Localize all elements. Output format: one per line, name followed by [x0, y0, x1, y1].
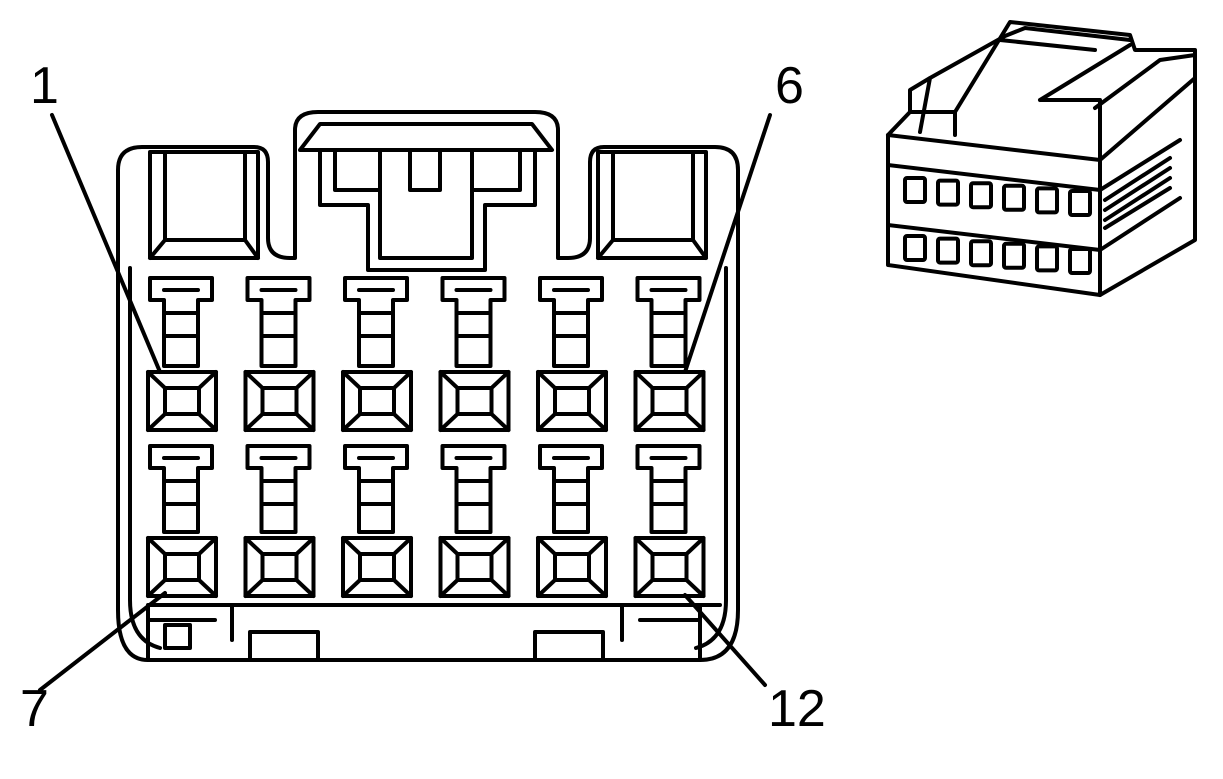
pin-cavity-outer-6	[636, 372, 704, 430]
bottom-tab-right	[535, 632, 603, 660]
pin-cavity-outer-9	[343, 538, 411, 596]
latch-inner-detail	[335, 150, 520, 258]
pin-latch-10	[443, 446, 505, 532]
pin-cavity-inner-8	[263, 554, 297, 580]
iso-pin-window	[1004, 186, 1024, 210]
iso-side-grooves	[1105, 158, 1170, 228]
iso-pin-window	[1037, 188, 1057, 212]
housing-inner-rim	[130, 268, 726, 648]
iso-pin-window	[938, 239, 958, 263]
pin-cavity-2	[246, 278, 314, 430]
iso-pin-window	[971, 183, 991, 207]
pin-cavity-3	[343, 278, 411, 430]
pin-cavity-outer-7	[148, 538, 216, 596]
housing-outer-outline	[118, 112, 738, 660]
iso-pin-window	[1070, 249, 1090, 273]
pin-cavity-outer-5	[538, 372, 606, 430]
pin-latch-4	[443, 278, 505, 366]
pin-cavity-4	[441, 278, 509, 430]
pin-latch-2	[248, 278, 310, 366]
pin-cavity-inner-6	[653, 388, 687, 414]
latch-left-block	[320, 150, 535, 270]
pin-latch-11	[540, 446, 602, 532]
bottom-tab-left	[165, 625, 318, 660]
iso-pin-window	[905, 236, 925, 260]
pin-cavity-inner-1	[165, 388, 199, 414]
iso-pin-window	[1037, 246, 1057, 270]
pin-cavity-5	[538, 278, 606, 430]
pin-cavity-11	[538, 446, 606, 596]
pin-cavity-bevel-7	[148, 538, 216, 596]
pin-cavity-bevel-3	[343, 372, 411, 430]
pin-cavity-inner-12	[653, 554, 687, 580]
latch-top-frame	[300, 124, 552, 150]
pin-cavity-bevel-2	[246, 372, 314, 430]
pin-cavity-inner-3	[360, 388, 394, 414]
pin-cavity-inner-4	[458, 388, 492, 414]
pin-cavity-bevel-9	[343, 538, 411, 596]
pin-latch-9	[345, 446, 407, 532]
pin-cavity-inner-9	[360, 554, 394, 580]
pin-latch-7	[150, 446, 212, 532]
pin-latch-12	[638, 446, 700, 532]
iso-front-shelf	[888, 140, 1180, 250]
callout-line-1	[52, 115, 160, 372]
iso-pin-window	[1070, 191, 1090, 215]
pin-cavity-outer-12	[636, 538, 704, 596]
pin-cavity-outer-10	[441, 538, 509, 596]
pin-cavity-bevel-4	[441, 372, 509, 430]
pin-cavity-inner-7	[165, 554, 199, 580]
pin-cavity-6	[636, 278, 704, 430]
pin-cavity-bevel-11	[538, 538, 606, 596]
pin-cavity-outer-1	[148, 372, 216, 430]
pin-cavity-1	[148, 278, 216, 430]
pin-cavity-bevel-8	[246, 538, 314, 596]
connector-isometric-view	[888, 22, 1195, 295]
iso-pin-window	[1004, 244, 1024, 268]
pin-cavity-inner-5	[555, 388, 589, 414]
pin-latch-5	[540, 278, 602, 366]
callout-line-6	[685, 115, 770, 372]
iso-pin-window	[905, 178, 925, 202]
pin-cavity-outer-11	[538, 538, 606, 596]
pin-latch-3	[345, 278, 407, 366]
callout-label-12: 12	[768, 680, 826, 738]
pin-latch-1	[150, 278, 212, 366]
pin-latch-8	[248, 446, 310, 532]
iso-body-top	[888, 22, 1195, 135]
pin-cavity-bevel-1	[148, 372, 216, 430]
pin-cavity-inner-2	[263, 388, 297, 414]
iso-body-side	[1100, 78, 1195, 295]
pocket-left	[150, 152, 258, 258]
pin-cavity-bevel-5	[538, 372, 606, 430]
pin-cavity-10	[441, 446, 509, 596]
pin-cavity-bevel-10	[441, 538, 509, 596]
pin-cavity-8	[246, 446, 314, 596]
pin-cavity-12	[636, 446, 704, 596]
callout-line-12	[685, 595, 765, 685]
iso-top-ridge	[910, 28, 1195, 160]
pin-cavity-9	[343, 446, 411, 596]
pin-cavity-inner-11	[555, 554, 589, 580]
callout-label-6: 6	[775, 57, 804, 115]
pin-cavity-bevel-12	[636, 538, 704, 596]
pocket-right	[598, 152, 706, 258]
pin-cavity-bevel-6	[636, 372, 704, 430]
callout-label-7: 7	[20, 680, 49, 738]
pin-cavity-outer-8	[246, 538, 314, 596]
iso-pin-window	[938, 181, 958, 205]
pin-cavity-7	[148, 446, 216, 596]
callout-label-1: 1	[30, 57, 59, 115]
pin-cavity-outer-4	[441, 372, 509, 430]
pin-cavity-inner-10	[458, 554, 492, 580]
iso-pin-window	[971, 241, 991, 265]
pin-cavity-outer-2	[246, 372, 314, 430]
pin-cavity-outer-3	[343, 372, 411, 430]
callout-line-7	[40, 593, 165, 690]
